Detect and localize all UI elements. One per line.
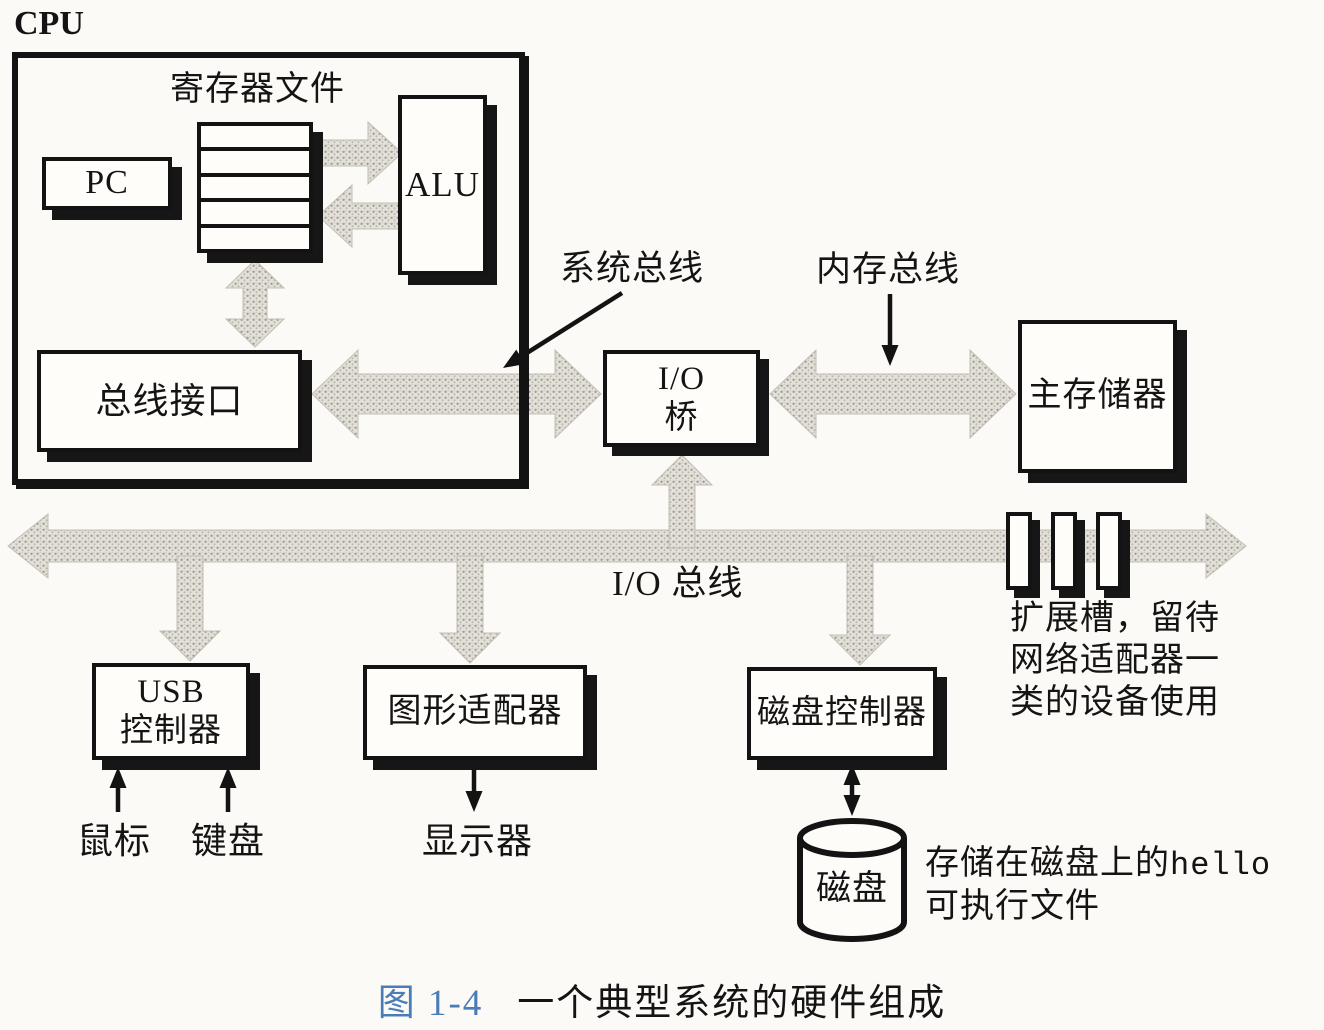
expansion-slot-3 bbox=[1096, 512, 1122, 590]
disk-controller-label: 磁盘控制器 bbox=[757, 695, 927, 732]
register-to-alu-arrow bbox=[317, 120, 403, 186]
iobus-to-diskctrl-arrow bbox=[828, 555, 892, 666]
iobus-to-graphics-arrow bbox=[438, 555, 502, 664]
disk-cylinder bbox=[797, 838, 907, 942]
register-file-row bbox=[201, 223, 309, 249]
memory-bus-label: 内存总线 bbox=[816, 250, 961, 289]
register-file-label: 寄存器文件 bbox=[170, 71, 345, 108]
disk-note-line2: 可执行文件 bbox=[925, 887, 1100, 925]
graphics-adapter-box: 图形适配器 bbox=[363, 665, 587, 760]
caption-title: 一个典型系统的硬件组成 bbox=[517, 983, 947, 1024]
io-bridge-box: I/O 桥 bbox=[603, 350, 760, 447]
caption-figure-number: 图 1-4 bbox=[377, 983, 484, 1024]
figure-caption: 图 1-4 一个典型系统的硬件组成 bbox=[0, 972, 1324, 1026]
expansion-slots-note: 扩展槽，留待 网络适配器一 类的设备使用 bbox=[1010, 598, 1220, 724]
mouse-label: 鼠标 bbox=[76, 821, 151, 861]
system-bus-label: 系统总线 bbox=[560, 249, 705, 288]
expansion-slot-2 bbox=[1051, 512, 1077, 590]
disk-label: 磁盘 bbox=[815, 869, 888, 908]
register-file-row bbox=[201, 126, 309, 147]
register-businterface-arrow bbox=[224, 259, 286, 348]
usb-controller-line1: USB bbox=[137, 673, 205, 710]
bus-interface-box: 总线接口 bbox=[37, 350, 302, 452]
disk-note-code: hello bbox=[1170, 847, 1272, 884]
mouse-to-usb-arrow bbox=[109, 767, 127, 812]
register-file-row bbox=[201, 198, 309, 223]
expansion-note-line1: 扩展槽，留待 bbox=[1010, 600, 1220, 637]
disk-file-note: 存储在磁盘上的hello 可执行文件 bbox=[925, 843, 1271, 928]
cpu-label: CPU bbox=[14, 5, 84, 42]
graphics-to-display-arrow bbox=[465, 764, 483, 812]
pc-box: PC bbox=[42, 157, 172, 210]
alu-box: ALU bbox=[398, 95, 487, 275]
keyboard-label: 键盘 bbox=[190, 821, 265, 861]
memory-bus-arrow bbox=[769, 348, 1017, 440]
diskctrl-disk-arrow bbox=[843, 764, 861, 816]
io-bridge-label-line1: I/O bbox=[658, 360, 705, 397]
display-label: 显示器 bbox=[421, 821, 533, 861]
iobus-to-usb-arrow bbox=[158, 555, 222, 662]
expansion-slot-1 bbox=[1006, 512, 1032, 590]
graphics-adapter-label: 图形适配器 bbox=[387, 693, 563, 731]
usb-controller-line2: 控制器 bbox=[120, 712, 222, 749]
system-bus-arrow bbox=[311, 348, 602, 440]
register-file-rows bbox=[201, 126, 309, 249]
register-file bbox=[197, 122, 313, 253]
memory-bus-pointer-arrow bbox=[881, 294, 899, 366]
disk-note-prefix: 存储在磁盘上的 bbox=[925, 845, 1170, 882]
pc-label: PC bbox=[85, 164, 129, 202]
register-file-row bbox=[201, 172, 309, 198]
disk-cylinder-top bbox=[797, 818, 907, 858]
iobus-to-bridge-arrow bbox=[650, 454, 714, 549]
register-file-row bbox=[201, 147, 309, 172]
disk-controller-box: 磁盘控制器 bbox=[747, 667, 937, 760]
disk-note-line1: 存储在磁盘上的hello bbox=[925, 843, 1271, 886]
io-bus-arrow bbox=[7, 512, 1247, 580]
main-memory-box: 主存储器 bbox=[1018, 320, 1177, 473]
io-bridge-label-line2: 桥 bbox=[664, 399, 699, 436]
io-bus-label: I/O 总线 bbox=[612, 564, 744, 603]
usb-controller-box: USB 控制器 bbox=[92, 663, 250, 760]
alu-label: ALU bbox=[405, 165, 480, 205]
expansion-note-line2: 网络适配器一 bbox=[1010, 642, 1220, 680]
expansion-note-line3: 类的设备使用 bbox=[1010, 684, 1220, 722]
main-memory-label: 主存储器 bbox=[1027, 377, 1168, 415]
keyboard-to-usb-arrow bbox=[219, 767, 237, 812]
cpu-box bbox=[12, 52, 525, 485]
bus-interface-label: 总线接口 bbox=[95, 380, 244, 421]
